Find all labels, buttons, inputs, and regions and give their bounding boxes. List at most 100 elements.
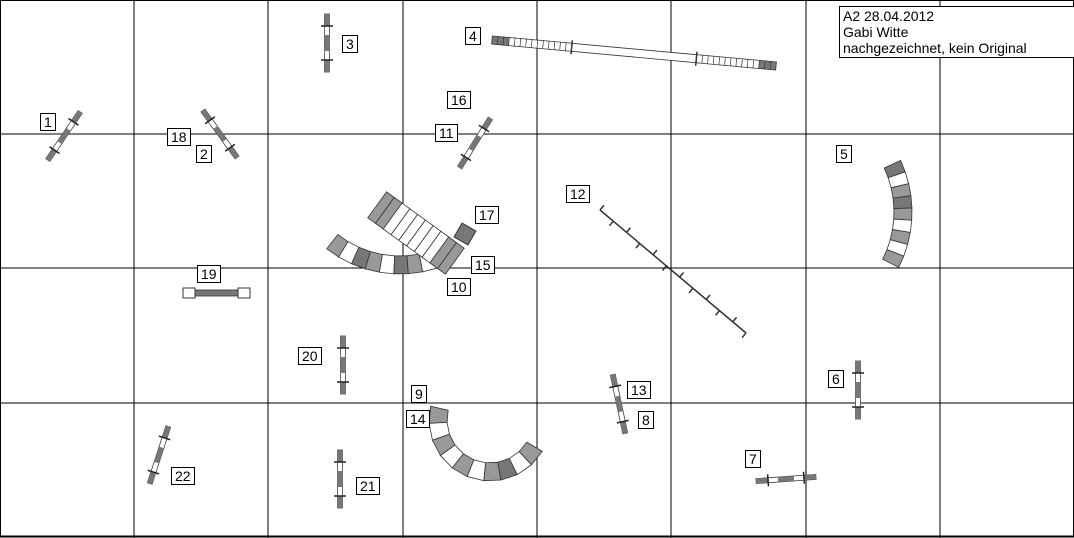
jump — [321, 13, 333, 73]
jump-stripe — [337, 471, 343, 487]
contact-segment — [519, 38, 527, 48]
tunnel-segment — [518, 441, 543, 466]
jump-stripe — [45, 148, 57, 162]
tunnel-segment — [882, 249, 905, 268]
jump-stripe — [340, 336, 346, 348]
jump-wing — [766, 474, 770, 487]
obstacle-number-18: 18 — [167, 128, 191, 146]
jump — [146, 425, 172, 485]
contact-segment — [752, 59, 760, 69]
obstacle-number-4: 4 — [465, 27, 481, 45]
tire-post — [182, 287, 196, 299]
contact-segment — [769, 61, 777, 71]
jump-wing — [802, 471, 806, 484]
jump-wing — [147, 469, 160, 475]
obstacle-number-16: 16 — [447, 91, 471, 109]
contact-segment — [496, 36, 505, 46]
tunnel-9 — [428, 405, 543, 482]
obstacle-number-1: 1 — [40, 113, 56, 131]
jump-stripe — [337, 450, 343, 462]
obstacle-number-22: 22 — [171, 467, 195, 485]
jump — [755, 471, 817, 487]
author: Gabi Witte — [843, 24, 909, 40]
tunnel-segment — [892, 195, 913, 209]
jump-wing — [224, 143, 236, 152]
jump-wing — [158, 435, 171, 441]
obstacle-number-8: 8 — [638, 411, 654, 429]
jump-stripe — [324, 35, 330, 51]
contact-segment — [746, 59, 754, 69]
dogwalk-support — [570, 40, 574, 55]
jump-stripe — [481, 117, 493, 130]
chute-15 — [367, 191, 465, 275]
obstacle-number-17: 17 — [475, 206, 499, 224]
tire-post — [237, 287, 251, 299]
dogwalk-support — [694, 51, 698, 66]
jump-stripe — [755, 477, 769, 484]
contact-segment — [741, 58, 749, 68]
chute-segment — [437, 242, 465, 275]
jump-stripe — [200, 109, 213, 122]
obstacle-number-21: 21 — [356, 477, 380, 495]
weave-pole — [635, 243, 641, 249]
contact-segment — [514, 37, 522, 47]
obstacle-number-7: 7 — [745, 450, 761, 468]
contact-segment — [491, 35, 499, 45]
jump — [200, 108, 240, 160]
obstacle-number-9: 9 — [411, 385, 427, 403]
jump-stripe — [57, 127, 71, 145]
tunnel-segment — [393, 255, 409, 275]
jump-stripe — [803, 474, 817, 481]
contact-segment — [707, 55, 715, 65]
jump-stripe — [227, 146, 240, 159]
weave-pole — [599, 204, 605, 211]
obstacle-number-15: 15 — [471, 256, 495, 274]
tunnel-end — [453, 222, 477, 246]
contact-segment — [763, 60, 772, 70]
jump-stripe — [324, 60, 330, 72]
weave-line — [599, 209, 747, 334]
weave-pole — [705, 294, 711, 300]
obstacle-number-2: 2 — [196, 145, 212, 163]
jump-stripe — [777, 475, 795, 483]
tunnel-segment — [893, 207, 913, 221]
contact-segment — [735, 58, 743, 68]
weave-poles — [599, 204, 747, 339]
jump-stripe — [162, 425, 171, 439]
tunnel-10 — [326, 234, 438, 275]
jump-stripe — [614, 395, 624, 413]
jump-stripe — [855, 382, 861, 398]
tunnel-segment — [428, 405, 449, 424]
jump-stripe — [337, 496, 343, 508]
contact-segment — [548, 40, 556, 51]
dogwalk — [491, 35, 777, 71]
contact-segment — [536, 39, 544, 49]
obstacle-number-12: 12 — [566, 185, 590, 203]
weave-pole — [741, 332, 747, 339]
obstacle-number-6: 6 — [828, 370, 844, 388]
contact-segment — [502, 36, 510, 46]
weave-pole — [608, 220, 614, 227]
jump-wing — [68, 117, 79, 126]
jump-wing — [616, 419, 629, 424]
tunnel-segment — [378, 254, 396, 275]
jump — [337, 335, 349, 395]
jump-wing — [478, 124, 490, 133]
weave-pole — [652, 249, 658, 256]
jump-stripe — [610, 374, 618, 387]
jump-wing — [49, 146, 60, 155]
weave-pole — [715, 310, 721, 316]
tunnel-5 — [882, 159, 913, 268]
obstacle-number-20: 20 — [298, 347, 322, 365]
jump-stripe — [147, 471, 156, 485]
jump-wing — [460, 153, 472, 162]
jump-stripe — [340, 382, 346, 394]
contact-segment — [553, 41, 561, 51]
contact-segment — [758, 60, 766, 70]
jump-stripe — [457, 156, 469, 169]
weave-pole — [732, 316, 738, 323]
jump-stripe — [324, 14, 330, 26]
obstacle-number-13: 13 — [627, 381, 651, 399]
